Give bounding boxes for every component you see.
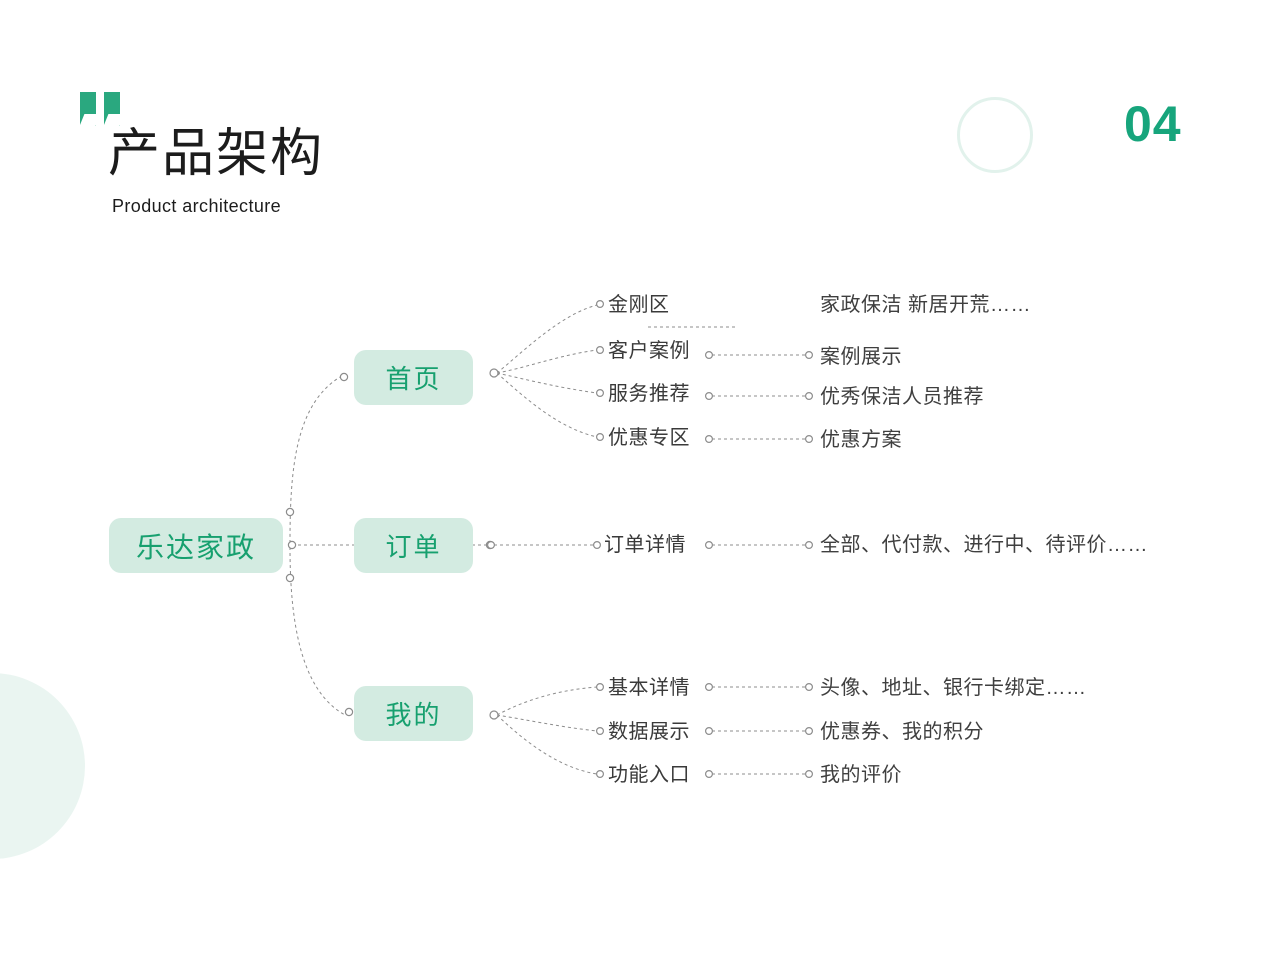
mindmap-leaf-home-3[interactable]: 优惠专区: [608, 427, 690, 449]
mindmap-branch-order[interactable]: 订单: [354, 518, 473, 573]
mindmap-detail-home-2: 优秀保洁人员推荐: [820, 386, 984, 408]
mindmap-leaf-home-2[interactable]: 服务推荐: [608, 383, 690, 405]
mindmap-leaf-order-0[interactable]: 订单详情: [604, 534, 686, 556]
mindmap-leaf-home-0[interactable]: 金刚区: [608, 294, 670, 316]
mindmap-detail-mine-1: 优惠券、我的积分: [820, 721, 984, 743]
mindmap-detail-home-0: 家政保洁 新居开荒……: [820, 294, 1032, 316]
quote-mark-icon: [79, 92, 126, 130]
mindmap-leaf-home-1[interactable]: 客户案例: [608, 340, 690, 362]
page-title: 产品架构: [108, 125, 325, 183]
mindmap-detail-home-3: 优惠方案: [820, 429, 902, 451]
mindmap-leaf-mine-0[interactable]: 基本详情: [608, 677, 690, 699]
page-number: 04: [1124, 96, 1182, 152]
mindmap-branch-mine[interactable]: 我的: [354, 686, 473, 741]
mindmap-detail-home-1: 案例展示: [820, 346, 902, 368]
mindmap-branch-home[interactable]: 首页: [354, 350, 473, 405]
mindmap-detail-order-0: 全部、代付款、进行中、待评价……: [820, 534, 1148, 556]
mindmap-detail-mine-2: 我的评价: [820, 764, 902, 786]
decorative-circle-fill: [0, 673, 85, 859]
mindmap-detail-mine-0: 头像、地址、银行卡绑定……: [820, 677, 1087, 699]
mindmap-leaf-mine-2[interactable]: 功能入口: [608, 764, 690, 786]
mindmap-root-node[interactable]: 乐达家政: [109, 518, 283, 573]
page-subtitle: Product architecture: [112, 196, 282, 216]
mindmap-leaf-mine-1[interactable]: 数据展示: [608, 721, 690, 743]
decorative-circle-outline: [957, 97, 1033, 173]
